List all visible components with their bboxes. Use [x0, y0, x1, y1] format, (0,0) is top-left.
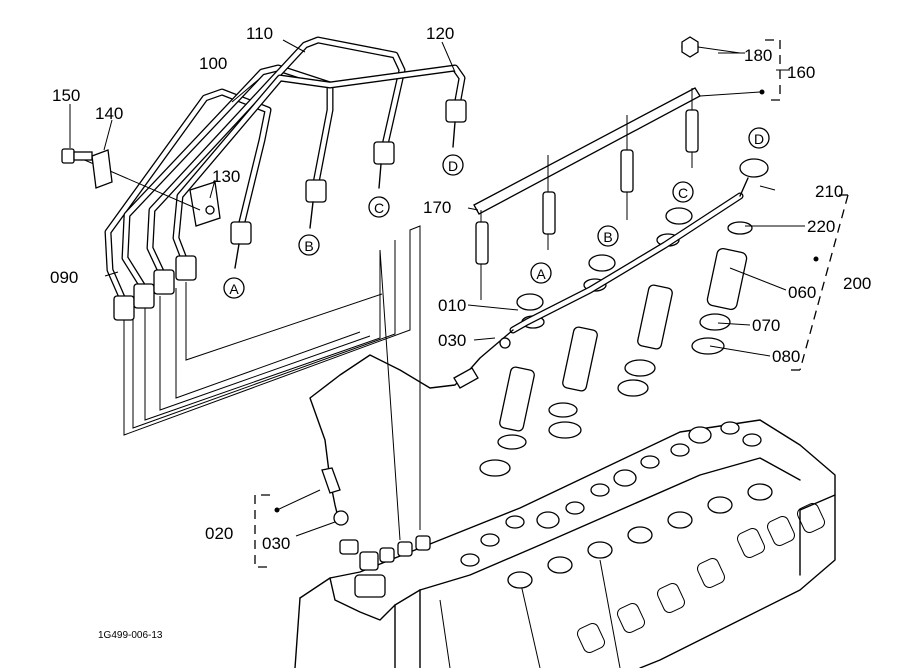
svg-text:B: B	[603, 229, 612, 245]
svg-text:D: D	[448, 158, 458, 174]
label-030-upper: 030	[438, 331, 466, 350]
bolt	[61, 148, 93, 164]
label-130: 130	[212, 167, 240, 186]
pipe-clamp	[189, 181, 221, 227]
svg-text:A: A	[229, 281, 239, 297]
svg-text:A: A	[536, 266, 546, 282]
label-160: 160	[787, 63, 815, 82]
svg-text:D: D	[754, 131, 764, 147]
label-180: 180	[744, 46, 772, 65]
label-170: 170	[423, 198, 451, 217]
injection-pipes	[61, 36, 467, 541]
bracket	[91, 149, 113, 189]
drawing-reference: 1G499-006-13	[98, 630, 163, 641]
cylinder-head	[294, 419, 836, 668]
label-210: 210	[815, 182, 843, 201]
svg-text:C: C	[374, 200, 384, 216]
label-150: 150	[52, 86, 80, 105]
label-080: 080	[772, 347, 800, 366]
label-090: 090	[50, 268, 78, 287]
label-030-lower: 030	[262, 534, 290, 553]
label-220: 220	[807, 217, 835, 236]
label-020: 020	[205, 524, 233, 543]
label-110: 110	[246, 24, 273, 43]
marker-d-upper: D	[748, 127, 770, 149]
marker-a-lower: A	[223, 277, 245, 299]
svg-text:C: C	[678, 185, 688, 201]
marker-c-upper: C	[672, 181, 694, 203]
nozzle-assemblies	[309, 158, 769, 526]
glow-plug-set	[473, 36, 761, 300]
label-200: 200	[843, 274, 871, 293]
label-120: 120	[426, 24, 454, 43]
marker-a-upper: A	[530, 262, 552, 284]
label-070: 070	[752, 316, 780, 335]
marker-c-lower: C	[368, 196, 390, 218]
marker-b-lower: B	[298, 234, 320, 256]
label-010: 010	[438, 296, 466, 315]
leader-lines	[69, 39, 805, 537]
label-140: 140	[95, 104, 123, 123]
connection-markers: A B C D A B C D	[223, 127, 770, 299]
marker-b-upper: B	[597, 225, 619, 247]
svg-text:B: B	[304, 238, 313, 254]
label-100: 100	[199, 54, 227, 73]
marker-d-lower: D	[442, 154, 464, 176]
label-060: 060	[788, 283, 816, 302]
callout-labels: 090 100 110 120 130 140 150 160 170 180 …	[50, 24, 871, 553]
